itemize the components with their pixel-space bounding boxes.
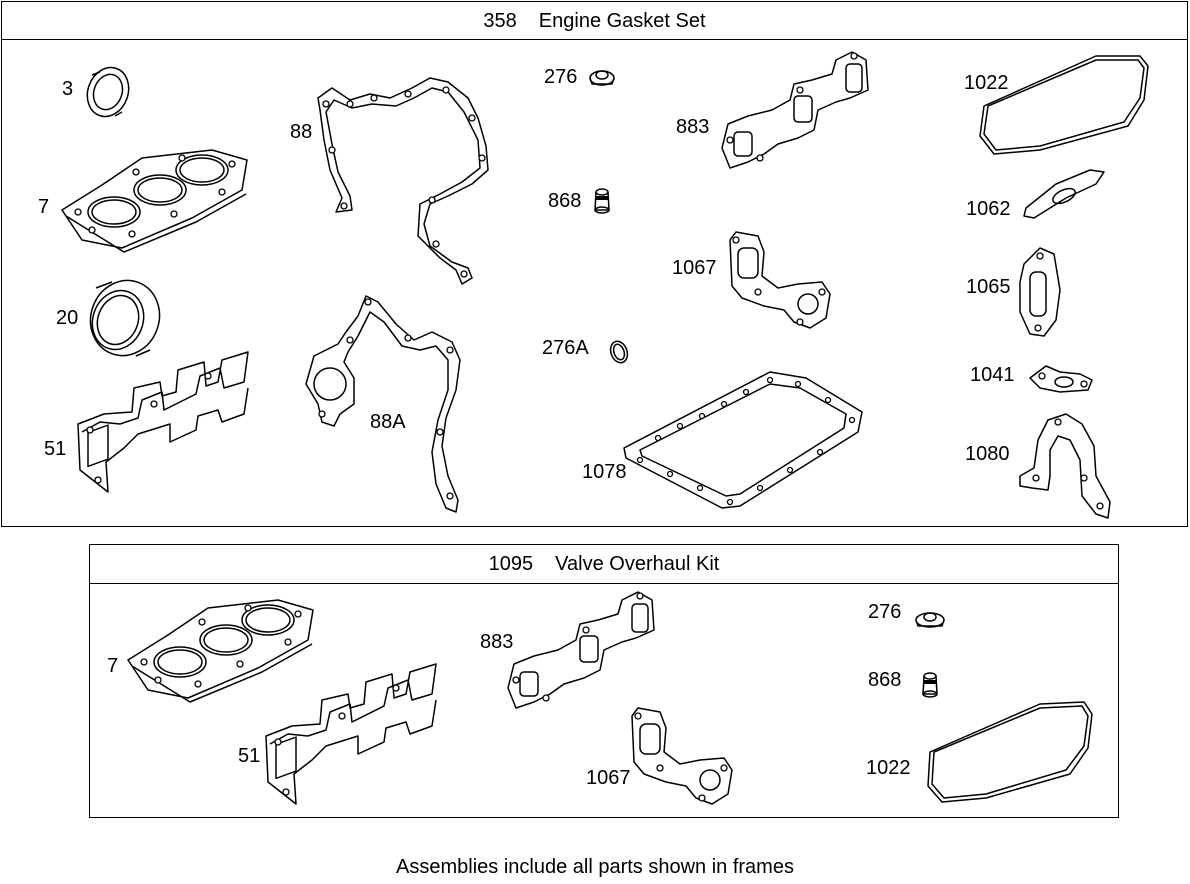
callout-276-kit: 276 (868, 601, 902, 623)
callout-88: 88 (290, 121, 313, 143)
callout-1062: 1062 (966, 198, 1011, 220)
valve-overhaul-kit-frame: 1095 Valve Overhaul Kit (89, 544, 1119, 818)
part-868-valve-stem-seal (594, 188, 610, 214)
part-868-valve-stem-seal-kit (922, 672, 938, 698)
callout-51-kit: 51 (238, 745, 261, 767)
part-883-intake-gasket-kit (507, 591, 655, 709)
callout-1041: 1041 (970, 364, 1015, 386)
callout-868-kit: 868 (868, 669, 902, 691)
part-1067-gasket-kit (631, 707, 733, 805)
part-883-intake-gasket (721, 51, 869, 169)
part-1078-oil-pan-gasket (623, 371, 863, 509)
callout-1065: 1065 (966, 276, 1011, 298)
part-1022-rocker-cover-gasket (979, 55, 1149, 155)
callout-1078: 1078 (582, 461, 627, 483)
part-1067-gasket (729, 231, 831, 329)
callout-1080: 1080 (965, 443, 1010, 465)
callout-276: 276 (544, 66, 578, 88)
callout-276a: 276A (542, 337, 589, 359)
part-276a-o-ring (609, 340, 629, 364)
frame-title-engine-gasket-set: 358 Engine Gasket Set (2, 2, 1187, 40)
part-20-oil-seal (89, 279, 161, 357)
part-1022-rocker-cover-gasket-kit (927, 701, 1093, 803)
part-51-manifold-gasket-kit (265, 663, 437, 805)
kit-name: Valve Overhaul Kit (555, 553, 720, 575)
kit-number: 358 (483, 10, 517, 32)
callout-51: 51 (44, 438, 67, 460)
part-276-washer-kit (915, 612, 945, 628)
part-1062-gasket (1023, 169, 1105, 219)
part-7-head-gasket-kit (127, 599, 314, 703)
part-1080-seal-retainer-gasket (1019, 413, 1111, 519)
callout-7-kit: 7 (107, 655, 119, 677)
callout-1022: 1022 (964, 72, 1009, 94)
part-276-washer (589, 70, 615, 86)
kit-number: 1095 (488, 553, 534, 575)
part-1065-gasket (1019, 247, 1061, 337)
callout-1067: 1067 (672, 257, 717, 279)
part-51-manifold-gasket (77, 351, 249, 493)
engine-gasket-set-frame: 358 Engine Gasket Set (1, 1, 1188, 527)
callout-883-kit: 883 (480, 631, 514, 653)
callout-868: 868 (548, 190, 582, 212)
part-88-timing-cover-gasket (317, 77, 489, 285)
callout-7: 7 (38, 196, 50, 218)
part-1041-gasket (1029, 365, 1093, 393)
part-88a-rear-cover-gasket (305, 295, 461, 513)
kit-name: Engine Gasket Set (538, 10, 706, 32)
callout-3: 3 (62, 78, 74, 100)
part-7-head-gasket (61, 149, 248, 253)
frame-title-valve-overhaul-kit: 1095 Valve Overhaul Kit (90, 545, 1118, 584)
callout-883: 883 (676, 116, 710, 138)
callout-1022-kit: 1022 (866, 757, 911, 779)
footer-note: Assemblies include all parts shown in fr… (396, 856, 794, 878)
part-3-seal (86, 66, 130, 118)
callout-1067-kit: 1067 (586, 767, 631, 789)
callout-20: 20 (56, 307, 79, 329)
callout-88a: 88A (370, 411, 406, 433)
